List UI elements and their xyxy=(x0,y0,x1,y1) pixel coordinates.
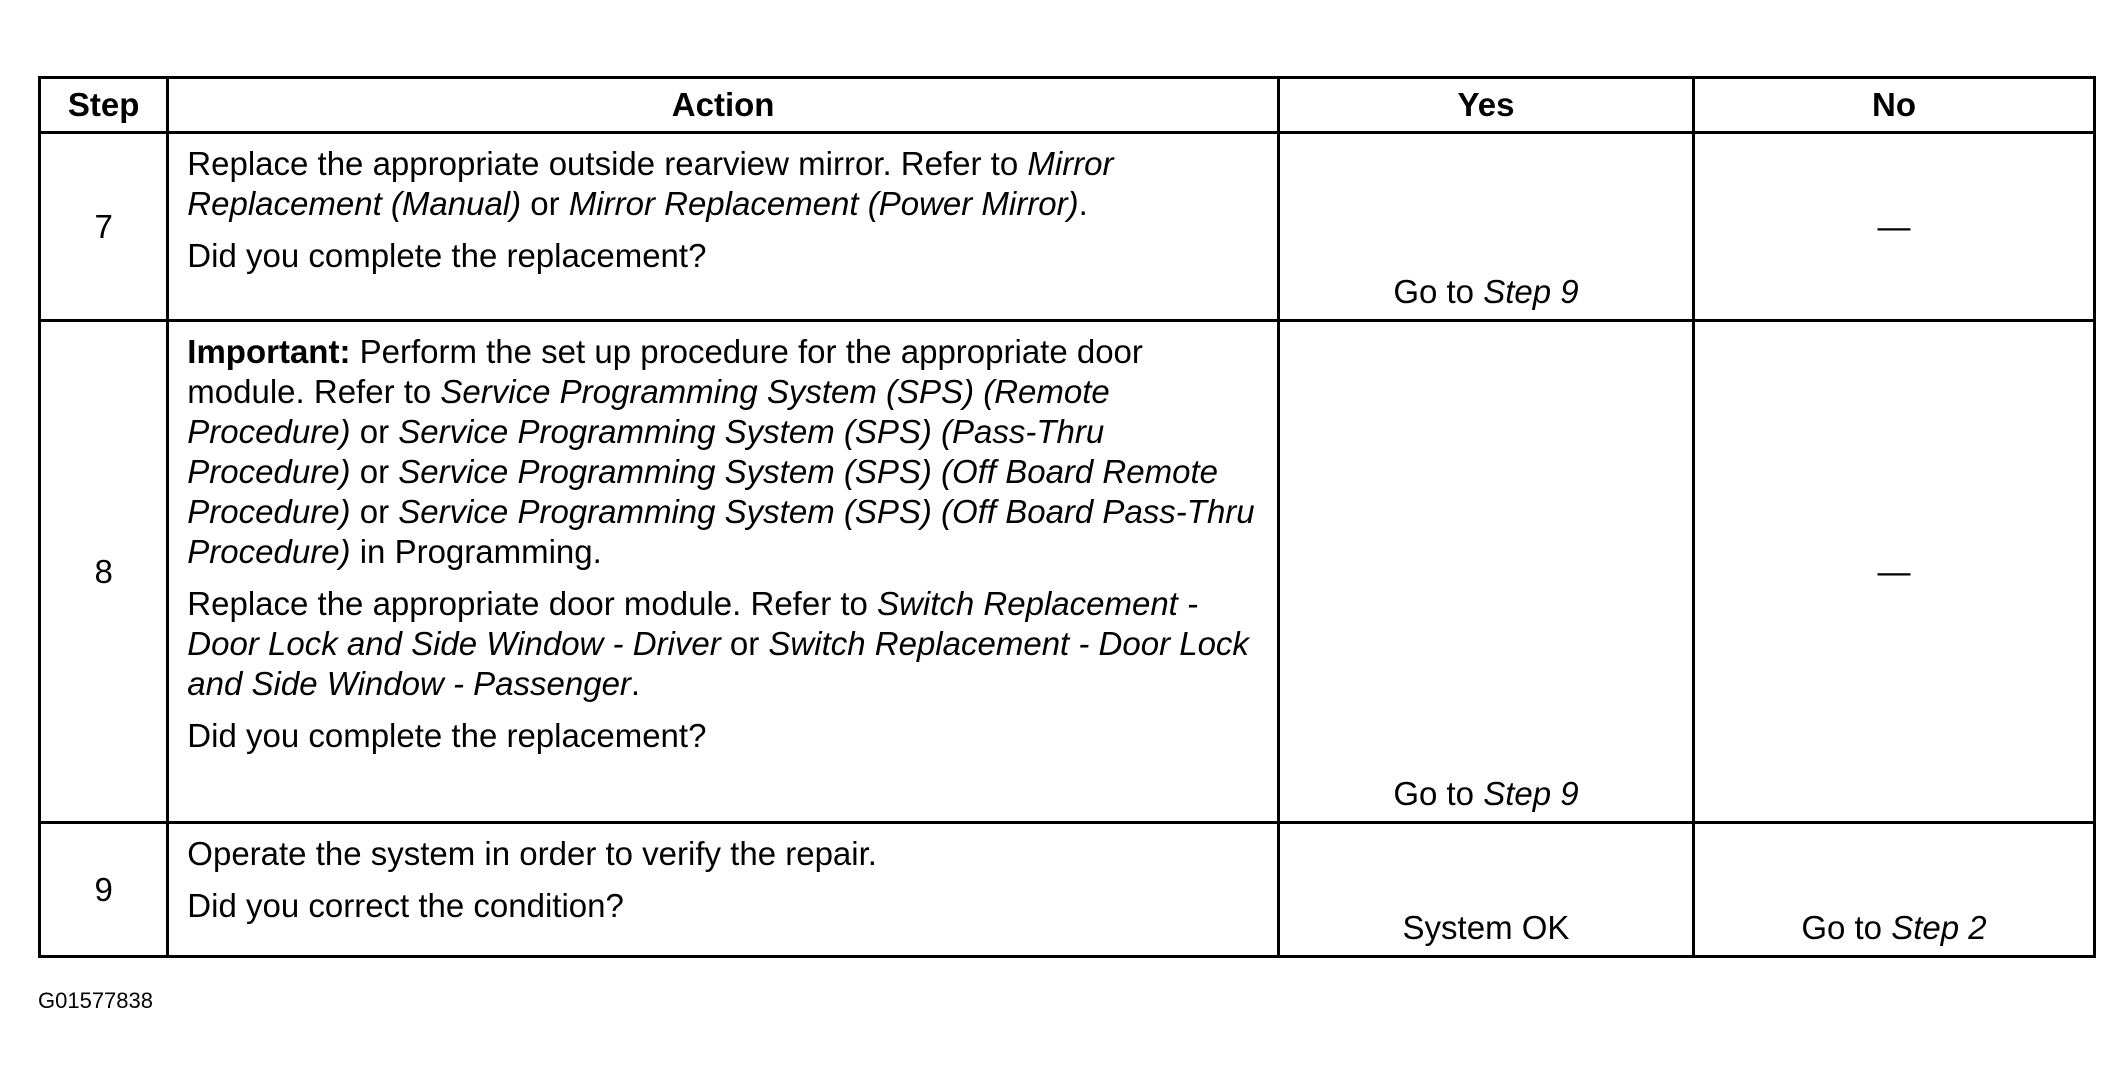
action-text: or xyxy=(720,625,769,662)
reference-text: Service Programming System (SPS) (Remote… xyxy=(187,373,1110,450)
result-text: Go to xyxy=(1393,775,1484,812)
action-text: Replace the appropriate outside rearview… xyxy=(187,145,1028,182)
header-row: Step Action Yes No xyxy=(37,76,2097,134)
action-text: Did you correct the condition? xyxy=(187,887,624,924)
table-row: 9 Operate the system in order to verify … xyxy=(37,821,2097,958)
result-text: — xyxy=(1877,552,1911,590)
action-cell: Important: Perform the set up procedure … xyxy=(166,319,1280,824)
action-paragraph: Replace the appropriate outside rearview… xyxy=(187,144,1259,224)
table-row: 7 Replace the appropriate outside rearvi… xyxy=(37,131,2097,322)
action-text: . xyxy=(1078,185,1088,222)
yes-result: Go to Step 9 xyxy=(1276,319,1695,824)
action-text: or xyxy=(350,413,399,450)
reference-text: Switch Replacement - Door Lock and Side … xyxy=(187,585,1199,662)
action-text: Did you complete the replacement? xyxy=(187,717,707,754)
action-text: . xyxy=(630,665,641,702)
action-paragraph: Important: Perform the set up procedure … xyxy=(187,332,1259,572)
no-result: — xyxy=(1691,131,2097,322)
action-text: or xyxy=(350,493,399,530)
action-text: or xyxy=(521,185,569,222)
action-text: Perform the set up procedure for the app… xyxy=(187,333,1143,410)
yes-result: System OK xyxy=(1276,821,1695,958)
yes-result: Go to Step 9 xyxy=(1276,131,1695,322)
action-text: Did you complete the replacement? xyxy=(187,237,707,274)
step-reference: Step 9 xyxy=(1483,775,1579,812)
result-text: — xyxy=(1877,207,1911,245)
important-label: Important: xyxy=(187,333,351,370)
step-number: 7 xyxy=(37,131,170,322)
result-text: System OK xyxy=(1402,909,1570,946)
header-no: No xyxy=(1691,76,2097,134)
action-paragraph: Did you complete the replacement? xyxy=(187,716,1259,756)
action-cell: Replace the appropriate outside rearview… xyxy=(166,131,1280,322)
action-text: in Programming. xyxy=(350,533,602,570)
action-text: Replace the appropriate door module. Ref… xyxy=(187,585,878,622)
step-reference: Step 9 xyxy=(1483,273,1579,310)
reference-text: Service Programming System (SPS) (Off Bo… xyxy=(187,453,1218,530)
header-step: Step xyxy=(37,76,170,134)
action-paragraph: Replace the appropriate door module. Ref… xyxy=(187,584,1259,704)
step-number: 9 xyxy=(37,821,170,958)
diagnostic-table: Step Action Yes No 7 Replace the appropr… xyxy=(37,76,2097,958)
step-reference: Step 2 xyxy=(1891,909,1987,946)
reference-text: Mirror Replacement (Power Mirror) xyxy=(568,185,1079,222)
no-result: — xyxy=(1691,319,2097,824)
reference-text: Switch Replacement - Door Lock and Side … xyxy=(187,625,1249,702)
reference-text: Service Programming System (SPS) (Off Bo… xyxy=(187,493,1255,570)
result-text: Go to xyxy=(1801,909,1892,946)
action-text: or xyxy=(350,453,399,490)
no-result: Go to Step 2 xyxy=(1691,821,2097,958)
header-action: Action xyxy=(166,76,1280,134)
action-paragraph: Did you correct the condition? xyxy=(187,886,1259,926)
step-number: 8 xyxy=(37,319,170,824)
result-text: Go to xyxy=(1393,273,1484,310)
action-cell: Operate the system in order to verify th… xyxy=(166,821,1280,958)
reference-text: Mirror Replacement (Manual) xyxy=(187,145,1114,222)
figure-id: G01577838 xyxy=(38,988,153,1013)
reference-text: Service Programming System (SPS) (Pass-T… xyxy=(187,413,1105,490)
header-yes: Yes xyxy=(1276,76,1695,134)
table-row: 8 Important: Perform the set up procedur… xyxy=(37,319,2097,824)
action-text: Operate the system in order to verify th… xyxy=(187,835,877,872)
action-paragraph: Operate the system in order to verify th… xyxy=(187,834,1259,874)
action-paragraph: Did you complete the replacement? xyxy=(187,236,1259,276)
